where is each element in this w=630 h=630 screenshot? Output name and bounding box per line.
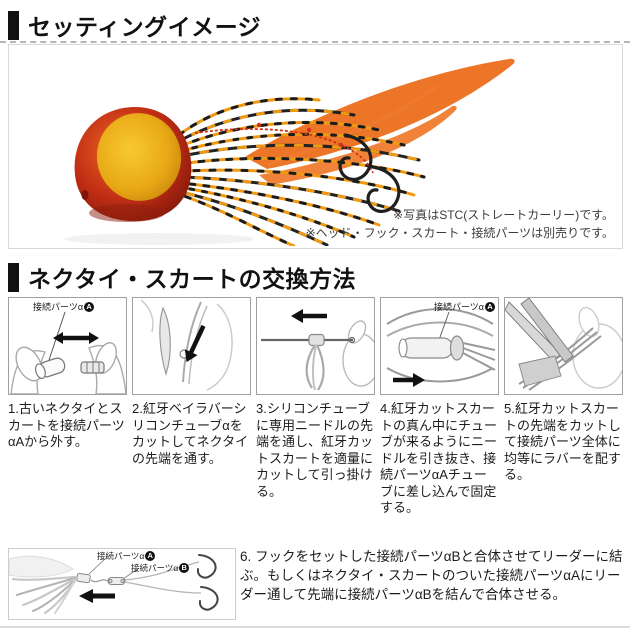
photo-note-line-1: ※写真はSTC(ストレートカーリー)です。 (393, 207, 614, 222)
step2-text: 2.紅牙ベイラバーシリコンチューブαをカットしてネクタイの先端を通す。 (132, 401, 249, 466)
connector-tube (400, 337, 454, 359)
silicone-tube (308, 333, 325, 347)
knot-squiggle (90, 579, 109, 583)
left-arrow-icon (291, 309, 327, 323)
badge-a: A (84, 301, 95, 312)
badge-a: A (145, 551, 156, 561)
lure-head-gold-disc (96, 113, 182, 201)
double-arrow-icon (53, 332, 99, 344)
section-header-howto: ネクタイ・スカートの交換方法 (8, 260, 356, 294)
step2-panel (132, 297, 251, 395)
connector-b-swivel (107, 577, 126, 585)
tube-strand-2 (188, 305, 208, 385)
necktie-tail-short (259, 105, 457, 185)
step4-text: 4.紅牙カットスカートの真ん中にチューブが来るようにニードルを引き抜き、接続パー… (380, 401, 498, 515)
step1-illustration (10, 311, 126, 394)
badge-b: B (179, 563, 190, 573)
badge-a: A (485, 301, 495, 312)
needle-eye (348, 336, 356, 344)
dashed-divider (0, 41, 630, 43)
left-arrow-icon (79, 589, 115, 603)
section-title-howto: ネクタイ・スカートの交換方法 (28, 266, 357, 292)
tube-opening (398, 338, 408, 358)
necktie-tail-long (245, 58, 515, 169)
connector-label-text: 接続パーツα (33, 302, 84, 312)
hand-outline (206, 303, 233, 391)
lure-head-shade (89, 204, 165, 222)
step-column-5: 5.紅牙カットスカートの先端をカットして接続パーツ全体に均等にラバーを配する。 (504, 297, 623, 484)
line-eyelet (81, 190, 89, 200)
step-column-2: 2.紅牙ベイラバーシリコンチューブαをカットしてネクタイの先端を通す。 (132, 297, 251, 467)
scissors-blade-2 (520, 298, 574, 363)
rubber-skirt (173, 97, 426, 246)
finger-outline (140, 299, 154, 333)
step5-panel (504, 297, 623, 395)
photo-notes: ※写真はSTC(ストレートカーリー)です。 ※ヘッド・フック・スカート・接続パー… (306, 206, 614, 243)
cut-piece (518, 355, 562, 387)
step5-illustration (505, 298, 622, 391)
hooks (196, 554, 219, 611)
hand (342, 333, 374, 387)
connector-a-part (76, 572, 91, 584)
rigging-thread (194, 122, 374, 174)
step1-text: 1.古いネクタイとスカートを接続パーツαAから外す。 (8, 401, 125, 449)
header-accent-bar (8, 262, 19, 292)
product-photo-box: ※写真はSTC(ストレートカーリー)です。 ※ヘッド・フック・スカート・接続パー… (8, 44, 623, 249)
connector-part (80, 361, 105, 374)
label-leader-b (122, 567, 140, 580)
label-leader-line (438, 311, 450, 341)
down-arrow-icon (184, 324, 206, 363)
hook-leader-1 (124, 561, 200, 581)
connector-label-text: 接続パーツα (433, 302, 484, 312)
tube-strand (182, 301, 202, 383)
lure-shadow (64, 233, 254, 245)
collar-ring (449, 335, 465, 361)
step3-text: 3.シリコンチューブに専用ニードルの先端を通し、紅牙カットスカートを適量にカット… (256, 401, 374, 499)
left-thumb (15, 346, 43, 382)
lure-body-ghost (9, 555, 74, 578)
hook-leader-2 (124, 581, 202, 594)
step3-illustration (261, 309, 374, 391)
connector-label-text: 接続パーツα (97, 551, 145, 561)
step6-text: 6. フックをセットした接続パーツαBと合体させてリーダーに結ぶ。もしくはネクタ… (240, 549, 623, 602)
connector-label-text: 接続パーツα (131, 563, 179, 573)
step2-illustration (140, 299, 233, 391)
step5-text: 5.紅牙カットスカートの先端をカットして接続パーツ全体に均等にラバーを配する。 (504, 401, 622, 482)
tairaba-lure-illustration (64, 58, 515, 246)
step4-illustration (386, 308, 496, 387)
silicone-tube (34, 357, 66, 380)
section-title-setting: セッティングイメージ (28, 14, 262, 40)
step-column-3: 3.シリコンチューブに専用ニードルの先端を通し、紅牙カットスカートを適量にカット… (256, 297, 375, 500)
step3-panel (256, 297, 375, 395)
step6-rig-illustration (9, 554, 219, 615)
gray-skirt (11, 575, 77, 615)
photo-note-line-2: ※ヘッド・フック・スカート・接続パーツは別売りです。 (305, 226, 614, 241)
bottom-divider (0, 626, 630, 628)
thumb (578, 306, 600, 338)
skirt-strands (462, 342, 496, 371)
section-header-setting: セッティングイメージ (8, 8, 261, 42)
hooks (338, 133, 401, 213)
header-accent-bar (8, 10, 19, 40)
hanging-skirt-loop (305, 344, 325, 391)
necktie-blade (159, 306, 171, 377)
right-arrow-icon (393, 373, 425, 387)
skirt-loops (386, 308, 494, 383)
label-leader-a (88, 556, 108, 575)
